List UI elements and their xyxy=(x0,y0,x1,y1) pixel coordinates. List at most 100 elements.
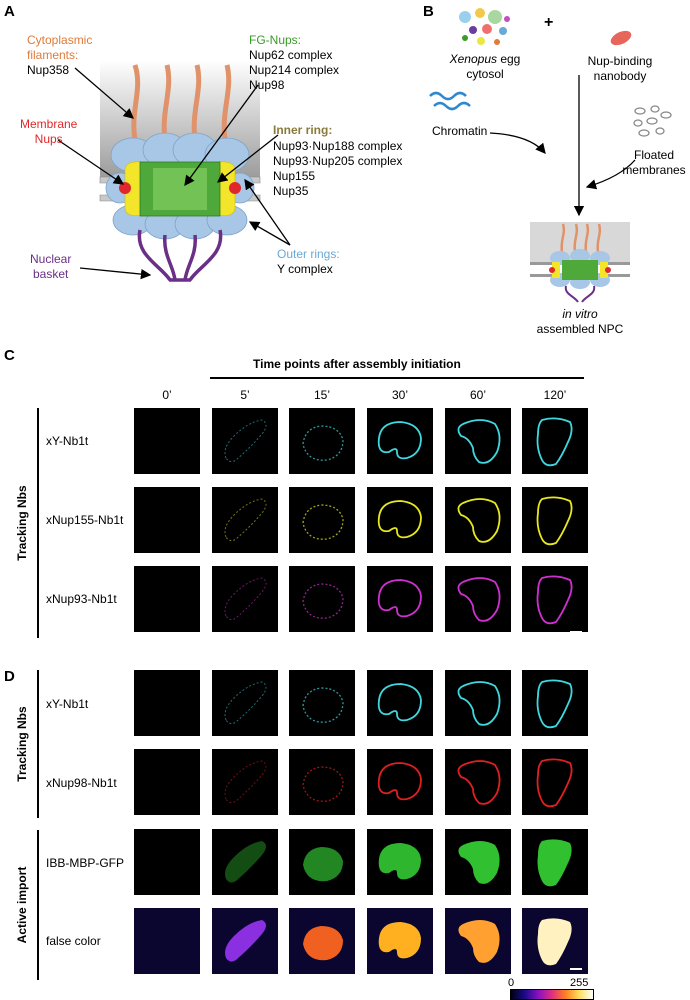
row-label: xY-Nb1t xyxy=(46,434,89,448)
label-nanobody: Nup-binding nanobody xyxy=(587,54,653,83)
annotation-arrows xyxy=(57,67,291,280)
row-label: false color xyxy=(46,934,101,948)
micrograph-tile xyxy=(522,408,588,474)
colorbar-min: 0 xyxy=(508,977,515,989)
timepoint-label: 5’ xyxy=(240,388,250,402)
inner-ring-list: Nup93·Nup188 complex Nup93·Nup205 comple… xyxy=(273,139,402,199)
label-outer-rings: Outer rings: xyxy=(277,247,340,261)
micrograph-tile xyxy=(522,487,588,553)
micrograph-tile xyxy=(367,749,433,815)
label-membrane-nups: Membrane Nups xyxy=(20,117,78,146)
micrograph-tile xyxy=(134,670,200,736)
label-xenopus-cytosol: Xenopus egg cytosol xyxy=(449,52,521,81)
group-label-tracking-d: Tracking Nbs xyxy=(15,706,29,782)
label-fg-nups: FG-Nups: xyxy=(249,33,302,47)
npc-diagram xyxy=(99,60,261,282)
inner-item: Nup35 xyxy=(273,184,309,198)
micrograph-tile xyxy=(367,670,433,736)
micrograph-tile xyxy=(289,670,355,736)
micrograph-tile xyxy=(367,908,433,974)
micrograph-tile xyxy=(134,908,200,974)
micrograph-tile xyxy=(445,749,511,815)
micrograph-tile xyxy=(212,670,278,736)
micrograph-tile xyxy=(289,566,355,632)
group-label-active-import: Active import xyxy=(15,866,29,944)
micrograph-tile xyxy=(445,408,511,474)
group-bar-d2 xyxy=(37,830,39,980)
inner-item: Nup93·Nup205 complex xyxy=(273,154,403,168)
group-bar-d1 xyxy=(37,670,39,818)
label-inner-ring: Inner ring: xyxy=(273,123,333,137)
micrograph-tile xyxy=(445,487,511,553)
chromatin-icon xyxy=(429,91,471,111)
inner-item: Nup93·Nup188 complex xyxy=(273,139,403,153)
group-bar-c xyxy=(37,408,39,638)
micrograph-tile xyxy=(367,566,433,632)
micrograph-tile xyxy=(289,408,355,474)
micrograph-tile xyxy=(289,749,355,815)
micrograph-tile xyxy=(289,908,355,974)
timepoint-label: 0’ xyxy=(162,388,172,402)
micrograph-tile xyxy=(367,829,433,895)
micrograph-tile xyxy=(212,487,278,553)
micrograph-tile xyxy=(445,829,511,895)
colorbar-max: 255 xyxy=(570,977,589,989)
panel-label-c: C xyxy=(4,347,15,364)
micrograph-tile xyxy=(522,670,588,736)
micrograph-tile xyxy=(522,829,588,895)
scale-bar xyxy=(570,631,582,633)
label-nuclear-basket: Nuclear basket xyxy=(30,252,72,281)
micrograph-tile xyxy=(289,487,355,553)
panel-label-b: B xyxy=(423,3,434,20)
assembled-npc-icon xyxy=(530,222,630,303)
micrograph-tile xyxy=(212,908,278,974)
nanobody-icon xyxy=(610,30,632,46)
micrograph-tile xyxy=(367,408,433,474)
inner-item: Nup155 xyxy=(273,169,316,183)
label-cytoplasmic-filaments: Cytoplasmic filaments: xyxy=(27,33,93,62)
micrograph-tile xyxy=(134,566,200,632)
timepoint-label: 15’ xyxy=(313,388,330,402)
row-label: xNup93-Nb1t xyxy=(46,592,117,606)
fg-item: Nup98 xyxy=(249,78,285,92)
micrograph-tile xyxy=(134,749,200,815)
assembly-arrows xyxy=(489,75,636,217)
row-label: xNup98-Nb1t xyxy=(46,776,117,790)
row-label: xY-Nb1t xyxy=(46,697,89,711)
micrograph-tile xyxy=(212,829,278,895)
timepoint-label: 60’ xyxy=(469,388,486,402)
panel-label-d: D xyxy=(4,668,15,685)
row-label: IBB-MBP-GFP xyxy=(46,856,125,870)
plus-sign: + xyxy=(544,14,554,31)
micrograph-tile xyxy=(445,670,511,736)
false-color-colorbar xyxy=(510,989,594,1000)
header-rule xyxy=(210,377,584,379)
micrograph-tile xyxy=(522,749,588,815)
label-y-complex: Y complex xyxy=(277,262,333,276)
timepoint-label: 30’ xyxy=(391,388,408,402)
micrograph-tile xyxy=(522,908,588,974)
fg-nups-list: Nup62 complex Nup214 complex Nup98 xyxy=(249,48,339,93)
cytosol-icon xyxy=(459,8,510,45)
micrograph-tile xyxy=(522,566,588,632)
membranes-icon xyxy=(633,105,672,137)
micrograph-tile xyxy=(289,829,355,895)
fg-item: Nup214 complex xyxy=(249,63,340,77)
label-chromatin: Chromatin xyxy=(432,124,488,138)
micrograph-tile xyxy=(367,487,433,553)
timepoints-header: Time points after assembly initiation xyxy=(253,357,461,371)
label-in-vitro-npc: in vitro assembled NPC xyxy=(536,307,624,336)
label-floated-membranes: Floated membranes xyxy=(622,148,686,177)
fg-item: Nup62 complex xyxy=(249,48,333,62)
label-nup358: Nup358 xyxy=(27,63,70,77)
micrograph-tile xyxy=(134,487,200,553)
micrograph-tile xyxy=(212,749,278,815)
micrograph-tile xyxy=(445,908,511,974)
group-label-tracking-c: Tracking Nbs xyxy=(15,485,29,561)
micrograph-tile xyxy=(212,566,278,632)
micrograph-tile xyxy=(134,408,200,474)
row-label: xNup155-Nb1t xyxy=(46,513,124,527)
timepoint-label: 120’ xyxy=(543,388,567,402)
micrograph-tile xyxy=(212,408,278,474)
panel-label-a: A xyxy=(4,3,15,20)
